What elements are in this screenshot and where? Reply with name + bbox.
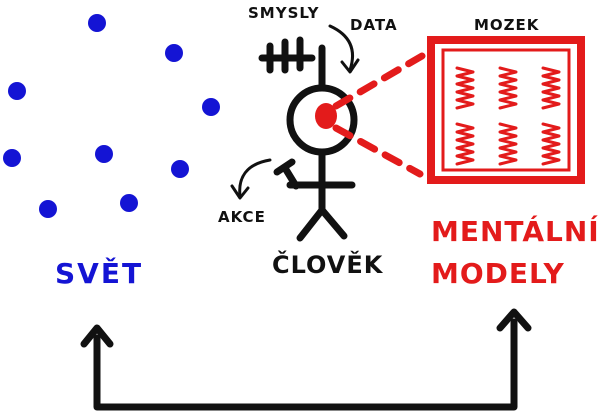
hammer-icon bbox=[273, 158, 300, 190]
label-world: SVĚT bbox=[55, 256, 143, 290]
label-human: ČLOVĚK bbox=[272, 249, 384, 279]
label-brain: MOZEK bbox=[474, 16, 540, 34]
human-figure bbox=[258, 36, 358, 242]
label-mental-line1: MENTÁLNÍ bbox=[431, 214, 600, 248]
antenna-icon bbox=[258, 36, 326, 92]
dot-icon bbox=[88, 14, 106, 32]
dot-icon bbox=[171, 160, 189, 178]
feedback-arrow bbox=[80, 308, 532, 411]
arrow-icon bbox=[80, 324, 114, 348]
action-arrow bbox=[238, 158, 272, 198]
dot-icon bbox=[202, 98, 220, 116]
dot-icon bbox=[120, 194, 138, 212]
spring-icon bbox=[455, 66, 475, 110]
eye-to-brain-lines bbox=[332, 52, 426, 178]
data-arrow-head bbox=[340, 58, 360, 74]
spring-icon bbox=[541, 122, 561, 166]
spring-icon bbox=[498, 66, 518, 110]
dot-icon bbox=[39, 200, 57, 218]
spring-icon bbox=[541, 66, 561, 110]
label-actions: AKCE bbox=[218, 208, 266, 226]
label-mental-line2: MODELY bbox=[431, 257, 565, 290]
spring-icon bbox=[455, 122, 475, 166]
dot-icon bbox=[95, 145, 113, 163]
action-arrow-head bbox=[230, 184, 250, 200]
data-arrow bbox=[328, 24, 354, 72]
brain-box bbox=[427, 36, 585, 184]
dot-icon bbox=[165, 44, 183, 62]
brain-springs bbox=[455, 66, 561, 166]
eye-icon bbox=[315, 103, 337, 129]
label-data: DATA bbox=[350, 16, 398, 34]
spring-icon bbox=[498, 122, 518, 166]
dot-icon bbox=[8, 82, 26, 100]
world-dots bbox=[3, 14, 220, 218]
dot-icon bbox=[3, 149, 21, 167]
arrow-icon bbox=[496, 308, 532, 332]
label-senses: SMYSLY bbox=[248, 4, 320, 22]
legs bbox=[296, 206, 348, 242]
